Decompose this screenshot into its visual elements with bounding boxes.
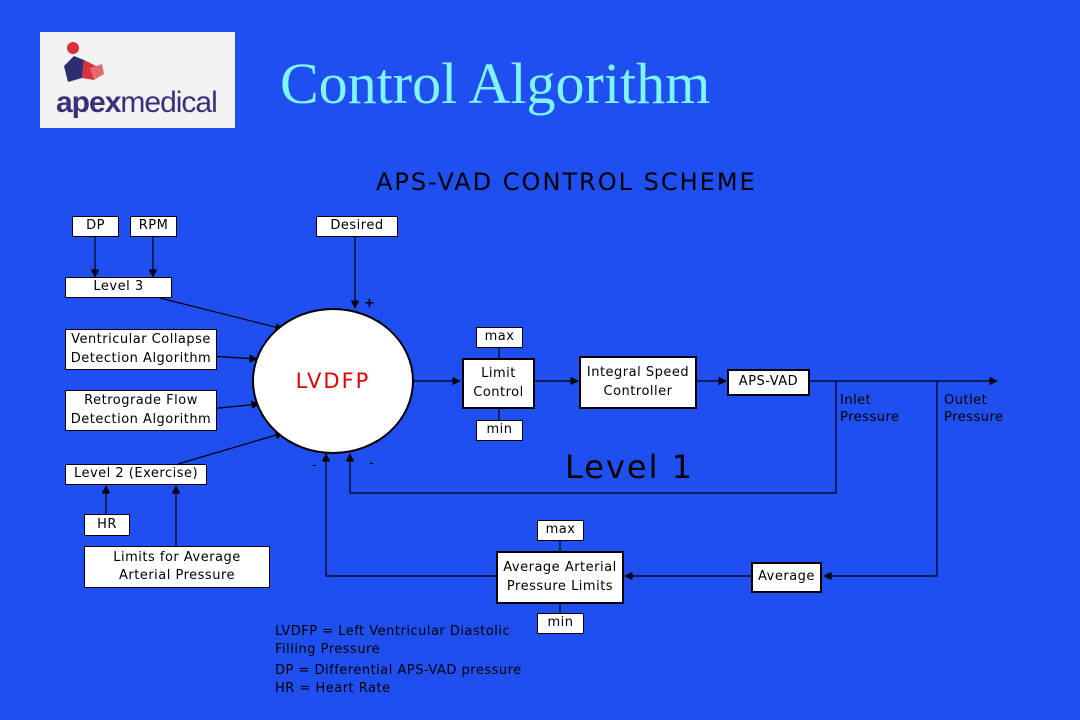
- retrograde-flow-line2: Detection Algorithm: [70, 411, 212, 427]
- hr-box: HR: [84, 514, 130, 536]
- outlet-line1: Outlet: [944, 393, 988, 408]
- ventricular-collapse-box: Ventricular Collapse Detection Algorithm: [65, 329, 217, 370]
- legend-lvdfp-line2: Filling Pressure: [275, 641, 381, 657]
- ventricular-collapse-line1: Ventricular Collapse: [71, 332, 211, 348]
- rpm-box: RPM: [130, 216, 177, 237]
- aps-vad-box: APS-VAD: [727, 369, 810, 396]
- logo-wordmark: apexmedical: [56, 86, 218, 119]
- minus-sign-right: -: [369, 456, 374, 471]
- logo-brand-light: medical: [120, 86, 217, 119]
- min-bottom-box: min: [537, 613, 584, 634]
- legend-lvdfp-line1: LVDFP = Left Ventricular Diastolic: [275, 624, 511, 639]
- level1-feedback-line: [345, 381, 837, 494]
- dp-box: DP: [72, 216, 119, 237]
- lvdfp-label: LVDFP: [295, 369, 371, 393]
- legend-lvdfp: LVDFP = Left Ventricular Diastolic Filli…: [275, 623, 510, 658]
- inlet-line1: Inlet: [840, 393, 872, 408]
- limits-avg-arterial-line1: Limits for Average: [113, 549, 241, 565]
- level1-label: Level 1: [565, 448, 694, 486]
- max-bottom-box: max: [537, 520, 584, 541]
- legend-dp: DP = Differential APS-VAD pressure: [275, 663, 522, 678]
- inlet-pressure-label: Inlet Pressure: [840, 393, 900, 427]
- desired-box: Desired: [316, 216, 398, 237]
- level3-box: Level 3: [65, 277, 172, 298]
- minus-sign-left: -: [312, 458, 317, 473]
- page-title: Control Algorithm: [280, 51, 711, 116]
- integral-speed-line1: Integral Speed: [586, 365, 690, 381]
- retrograde-flow-box: Retrograde Flow Detection Algorithm: [65, 390, 217, 431]
- average-box: Average: [751, 562, 822, 593]
- integral-speed-controller-box: Integral Speed Controller: [579, 356, 697, 409]
- ventricular-collapse-line2: Detection Algorithm: [70, 350, 212, 366]
- level2-box: Level 2 (Exercise): [65, 464, 207, 485]
- retrograde-flow-line1: Retrograde Flow: [84, 393, 198, 409]
- level3-to-lvdfp-arrow: [159, 297, 284, 332]
- plus-sign: +: [364, 296, 375, 311]
- lvdfp-summing-junction: LVDFP: [252, 308, 414, 454]
- limit-control-line2: Control: [473, 384, 524, 400]
- avg-arterial-limits-line2: Pressure Limits: [506, 578, 614, 594]
- max-top-box: max: [476, 327, 523, 348]
- limit-control-line1: Limit: [481, 366, 516, 382]
- retrograde-to-lvdfp-arrow: [208, 400, 260, 410]
- level2-to-lvdfp-arrow: [177, 431, 284, 465]
- outlet-line2: Pressure: [944, 409, 1004, 425]
- limit-control-box: Limit Control: [462, 358, 535, 409]
- min-top-box: min: [476, 420, 523, 441]
- avg-arterial-limits-box: Average Arterial Pressure Limits: [496, 551, 624, 604]
- avg-arterial-limits-line1: Average Arterial: [503, 560, 617, 576]
- limits-avg-arterial-box: Limits for Average Arterial Pressure: [84, 546, 270, 588]
- logo-mark-icon: [64, 42, 104, 82]
- outlet-to-average-line: [823, 381, 938, 581]
- avglimits-to-lvdfp-line: [321, 453, 496, 577]
- limits-avg-arterial-line2: Arterial Pressure: [118, 568, 235, 583]
- scheme-title: APS-VAD CONTROL SCHEME: [376, 168, 757, 196]
- legend-hr: HR = Heart Rate: [275, 681, 391, 696]
- logo-brand-bold: apex: [56, 86, 121, 119]
- outlet-pressure-label: Outlet Pressure: [944, 393, 1004, 427]
- apex-medical-logo: apexmedical: [40, 32, 235, 128]
- integral-speed-line2: Controller: [603, 383, 673, 399]
- inlet-line2: Pressure: [840, 409, 900, 425]
- collapse-to-lvdfp-arrow: [208, 354, 258, 363]
